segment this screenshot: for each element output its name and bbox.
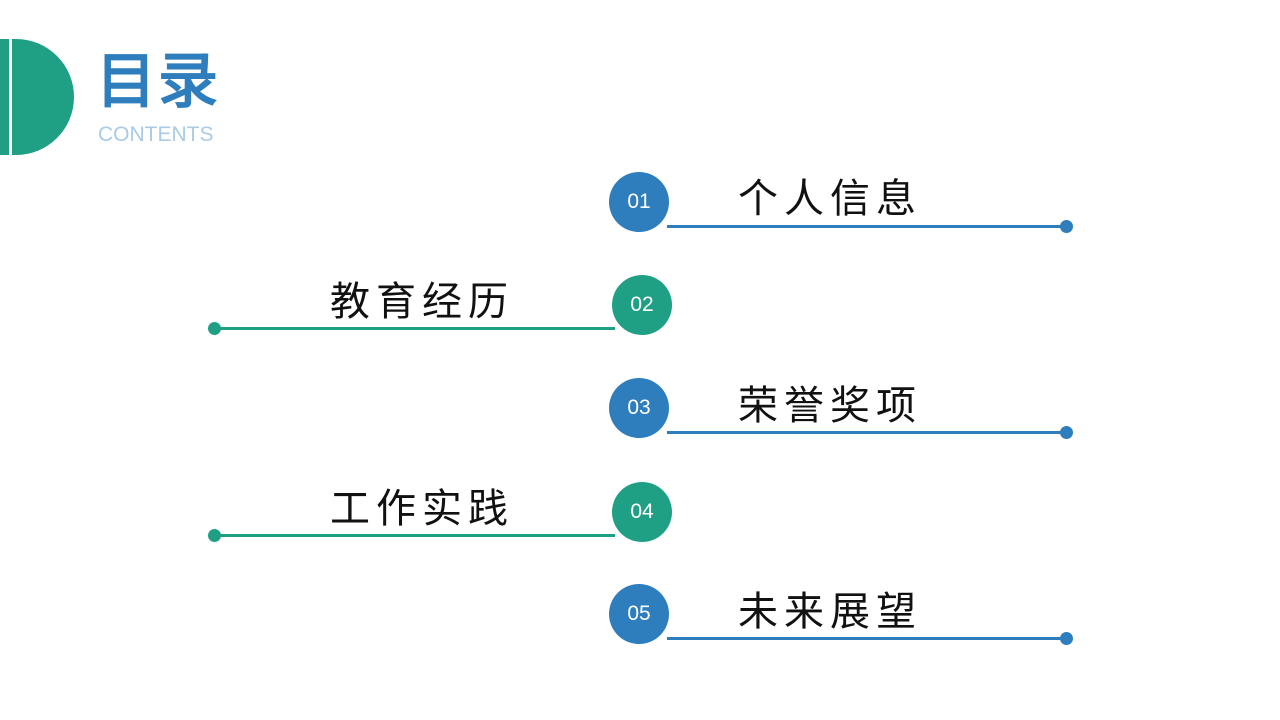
item-number-circle[interactable]: 02 (612, 275, 672, 335)
item-label[interactable]: 未来展望 (738, 589, 922, 635)
item-connector-line (215, 327, 615, 330)
page-subtitle: CONTENTS (98, 123, 214, 146)
item-label[interactable]: 工作实践 (330, 486, 514, 532)
page-title: 目录 (96, 47, 220, 117)
item-connector-line (667, 637, 1067, 640)
item-end-dot (208, 529, 221, 542)
header-decoration-bar (0, 39, 9, 155)
item-connector-line (667, 225, 1067, 228)
item-end-dot (1060, 426, 1073, 439)
item-label[interactable]: 教育经历 (330, 279, 514, 325)
item-number-circle[interactable]: 05 (609, 584, 669, 644)
item-end-dot (208, 322, 221, 335)
item-number-circle[interactable]: 04 (612, 482, 672, 542)
item-number-circle[interactable]: 01 (609, 172, 669, 232)
header-decoration-half-circle (12, 39, 74, 155)
item-end-dot (1060, 220, 1073, 233)
item-label[interactable]: 个人信息 (738, 176, 922, 222)
item-label[interactable]: 荣誉奖项 (738, 383, 922, 429)
item-connector-line (667, 431, 1067, 434)
item-connector-line (215, 534, 615, 537)
item-end-dot (1060, 632, 1073, 645)
item-number-circle[interactable]: 03 (609, 378, 669, 438)
